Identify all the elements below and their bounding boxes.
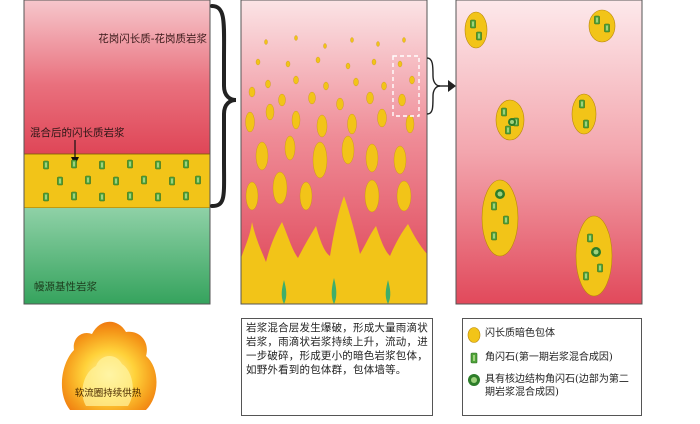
zoned-hornblende-icon bbox=[467, 373, 481, 387]
legend-label-zoned: 具有核边结构角闪石(边部为第二期岩浆混合成因) bbox=[485, 373, 635, 399]
heat-source-label: 软流圈持续供热 bbox=[75, 387, 142, 399]
process-caption: 岩浆混合层发生爆破，形成大量雨滴状岩浆，雨滴状岩浆持续上升，流动，进一步破碎，形… bbox=[241, 318, 433, 416]
brace-connector bbox=[212, 6, 236, 206]
legend-item-hornblende: 角闪石(第一期岩浆混合成因) bbox=[463, 351, 641, 365]
hornblende-crystal-icon bbox=[469, 351, 479, 365]
legend-item-zoned: 具有核边结构角闪石(边部为第二期岩浆混合成因) bbox=[463, 373, 641, 399]
yellow-ellipse-icon bbox=[467, 327, 481, 343]
mixed-magma-label: 混合后的闪长质岩浆 bbox=[30, 126, 125, 139]
granitic-magma-label: 花岗闪长质-花岗质岩浆 bbox=[98, 32, 207, 45]
mantle-magma-label: 幔源基性岩浆 bbox=[34, 280, 97, 293]
legend: 闪长质暗色包体 角闪石(第一期岩浆混合成因) 具有核边结构角闪石(边部为第二期岩… bbox=[462, 318, 642, 416]
legend-label-enclave: 闪长质暗色包体 bbox=[485, 327, 555, 340]
panel-3-enclave-zoom bbox=[456, 0, 642, 304]
legend-item-enclave: 闪长质暗色包体 bbox=[463, 327, 641, 343]
panel-1-magma-layers bbox=[24, 0, 210, 304]
legend-label-hornblende: 角闪石(第一期岩浆混合成因) bbox=[485, 351, 613, 364]
